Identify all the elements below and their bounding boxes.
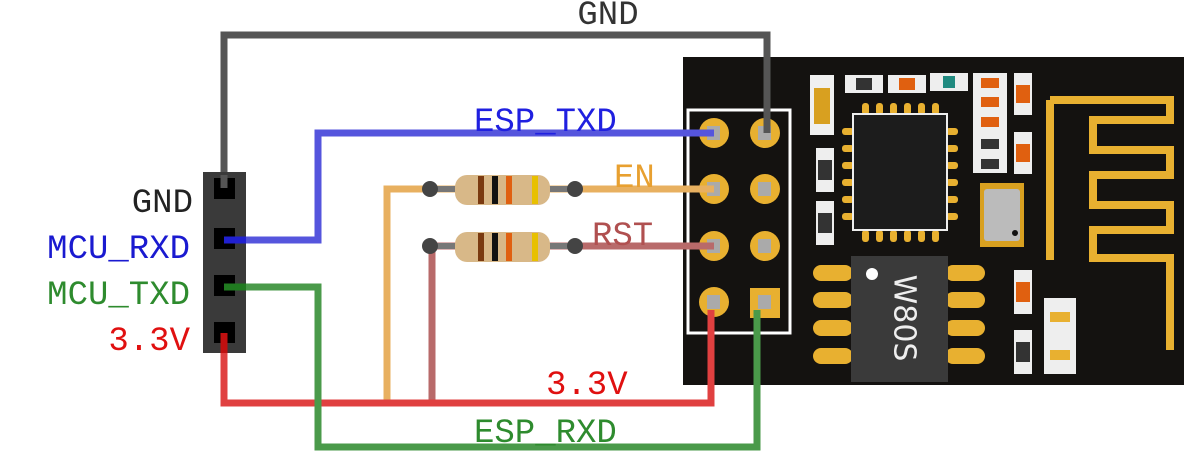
wire-label-rst: RST — [592, 218, 653, 256]
wire-esp-txd — [230, 129, 714, 244]
mcu-label-txd: MCU_TXD — [47, 277, 190, 315]
wire-label-esp-txd: ESP_TXD — [474, 104, 617, 142]
esp-chip — [842, 103, 958, 242]
wire-label-esp-rxd: ESP_RXD — [474, 415, 617, 453]
esp-module: W80S — [683, 57, 1184, 385]
smd-components — [810, 73, 1076, 374]
mcu-label-gnd: GND — [132, 185, 193, 223]
wire-esp-rxd — [230, 283, 761, 451]
wire-label-en: EN — [614, 160, 655, 198]
wire-3v3 — [220, 310, 715, 407]
resistor-en — [422, 175, 583, 205]
flash-chip-label: W80S — [887, 275, 922, 362]
flash-chip: W80S — [813, 256, 985, 382]
mcu-header — [203, 172, 246, 353]
resistor-rst — [422, 232, 583, 262]
wire-gnd — [220, 31, 771, 188]
wire-label-3v3: 3.3V — [546, 367, 628, 405]
mcu-label-rxd: MCU_RXD — [47, 231, 190, 269]
wire-label-gnd: GND — [577, 0, 638, 35]
pcb-antenna — [1050, 96, 1174, 350]
mcu-label-3v3: 3.3V — [108, 323, 190, 361]
